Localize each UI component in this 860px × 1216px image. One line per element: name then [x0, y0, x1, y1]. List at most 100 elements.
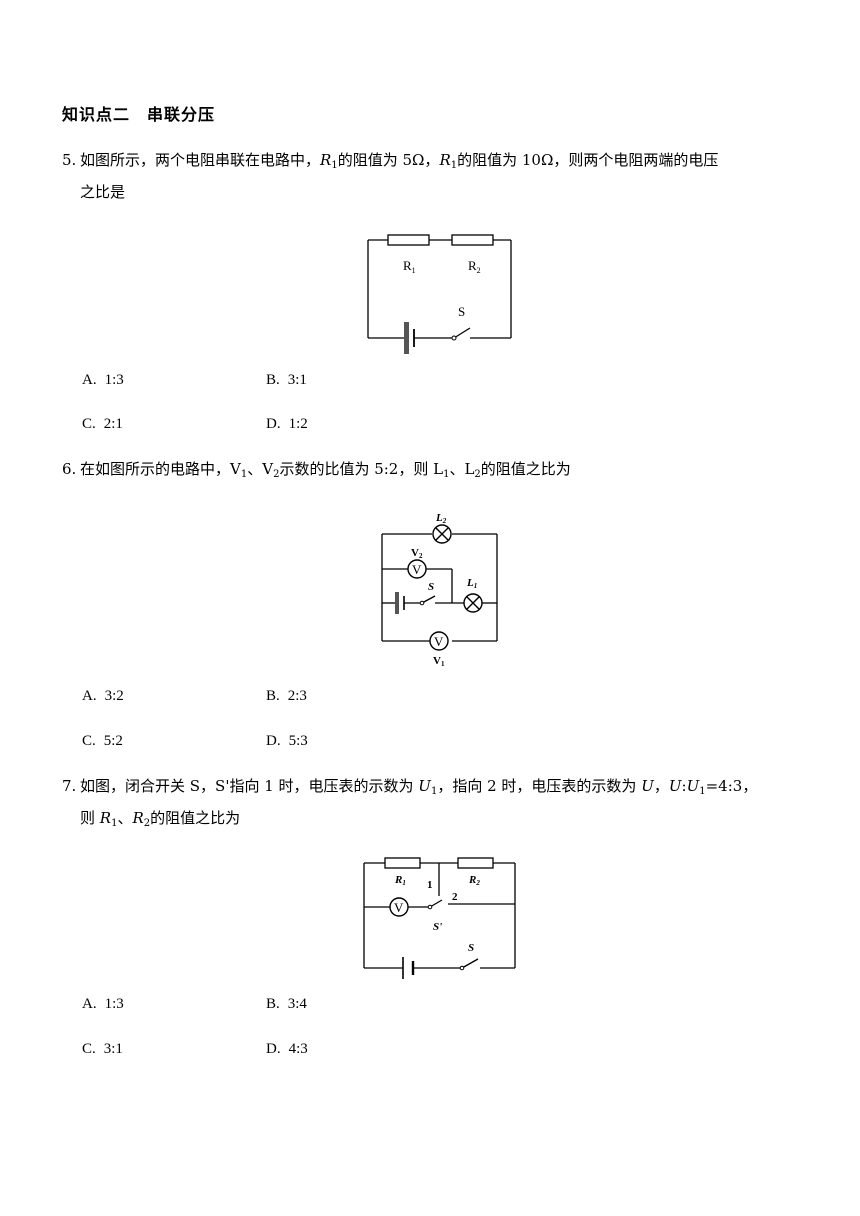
- q5-option-d[interactable]: D. 1:2: [266, 416, 308, 433]
- q6-text-e: 的阻值之比为: [480, 460, 571, 478]
- option-label: B.: [266, 996, 280, 1012]
- q6-option-d[interactable]: D. 5:3: [266, 733, 308, 750]
- q7-text-d: =4:3，: [705, 777, 758, 795]
- question-7-line-1: 7.如图，闭合开关 S，S'指向 1 时，电压表的示数为 U1，指向 2 时，电…: [62, 770, 757, 802]
- option-text: 5:3: [288, 733, 308, 749]
- q5-option-b[interactable]: B. 3:1: [266, 372, 307, 389]
- q7-text-b: ，指向 2 时，电压表的示数为: [437, 777, 642, 795]
- q7-var-u1-ratio: U: [686, 777, 700, 795]
- q7-fig-label-s: S: [468, 942, 474, 954]
- option-label: B.: [266, 372, 280, 388]
- q6-sub-a: 1: [240, 469, 248, 480]
- q5-option-a[interactable]: A. 1:3: [82, 372, 124, 389]
- q5-option-c[interactable]: C. 2:1: [82, 416, 123, 433]
- q5-fig-label-r2: R2: [468, 258, 481, 275]
- q7-text-c: ，: [653, 777, 669, 795]
- q7-option-b[interactable]: B. 3:4: [266, 996, 307, 1013]
- q7-sub-r2: 2: [143, 818, 151, 829]
- q7-text-a: 如图，闭合开关 S，S'指向 1 时，电压表的示数为: [80, 777, 419, 795]
- option-text: 2:3: [287, 688, 307, 704]
- q7-colon: :: [681, 777, 687, 795]
- q6-fig-meter-v2-symbol: V: [412, 562, 422, 577]
- option-label: C.: [82, 1041, 96, 1057]
- option-text: 5:2: [103, 733, 123, 749]
- option-label: A.: [82, 996, 97, 1012]
- q6-sub-b: 2: [273, 469, 280, 480]
- q5-circuit-diagram: R1 R2 S: [367, 234, 512, 354]
- question-7-number: 7.: [62, 777, 77, 795]
- option-label: A.: [82, 688, 97, 704]
- q7-fig-label-2: 2: [452, 891, 458, 903]
- option-label: A.: [82, 372, 97, 388]
- question-7: 7.如图，闭合开关 S，S'指向 1 时，电压表的示数为 U1，指向 2 时，电…: [62, 770, 757, 834]
- q7-sub-u1-ratio: 1: [699, 786, 706, 797]
- q7-text-l2c: 的阻值之比为: [150, 809, 241, 827]
- question-6: 6.在如图所示的电路中，V1、V2示数的比值为 5:2，则 L1、L2的阻值之比…: [62, 453, 571, 485]
- section-heading: 知识点二 串联分压: [62, 105, 216, 124]
- question-5-number: 5.: [62, 151, 77, 169]
- question-6-line-1: 6.在如图所示的电路中，V1、V2示数的比值为 5:2，则 L1、L2的阻值之比…: [62, 453, 571, 485]
- q6-option-b[interactable]: B. 2:3: [266, 688, 307, 705]
- option-label: D.: [266, 733, 281, 749]
- question-6-number: 6.: [62, 460, 77, 478]
- option-text: 3:1: [103, 1041, 123, 1057]
- q6-fig-label-l1: L1: [466, 577, 477, 590]
- q7-option-c[interactable]: C. 3:1: [82, 1041, 123, 1058]
- option-label: C.: [82, 416, 96, 432]
- q6-fig-label-s: S: [428, 581, 434, 593]
- q7-fig-label-s-prime: S': [433, 921, 442, 933]
- q6-sub-d: 2: [474, 469, 481, 480]
- option-label: D.: [266, 416, 281, 432]
- q7-fig-label-r1: R1: [394, 874, 406, 887]
- q6-circuit-diagram: V V L2 V2 S L1 V1: [381, 512, 498, 668]
- question-5-line-1: 5.如图所示，两个电阻串联在电路中，R1的阻值为 5Ω，R1的阻值为 10Ω，则…: [62, 144, 718, 176]
- q5-text-c: 的阻值为 10Ω，则两个电阻两端的电压: [457, 151, 719, 169]
- option-text: 1:3: [104, 996, 124, 1012]
- q7-text-l2a: 则: [80, 809, 100, 827]
- q5-var-r2: R: [439, 151, 451, 169]
- q6-fig-label-v1: V1: [433, 655, 445, 668]
- q5-text-b: 的阻值为 5Ω，: [337, 151, 440, 169]
- q7-option-a[interactable]: A. 1:3: [82, 996, 124, 1013]
- option-text: 3:2: [104, 688, 124, 704]
- q7-var-r1: R: [99, 809, 112, 827]
- option-text: 3:4: [287, 996, 307, 1012]
- q7-sub-u1: 1: [430, 786, 438, 797]
- q6-sub-c: 1: [443, 469, 450, 480]
- q5-sub-r1: 1: [331, 160, 338, 171]
- q7-text-l2b: 、: [117, 809, 133, 827]
- q6-text-b: 、V: [247, 460, 274, 478]
- q7-var-u-ratio: U: [668, 777, 682, 795]
- option-label: B.: [266, 688, 280, 704]
- q6-option-c[interactable]: C. 5:2: [82, 733, 123, 750]
- q6-fig-label-l2: L2: [435, 512, 447, 525]
- q5-fig-label-s: S: [458, 304, 465, 319]
- question-7-line-2: 则 R1、R2的阻值之比为: [62, 802, 757, 834]
- q5-fig-label-r1: R1: [403, 258, 416, 275]
- option-text: 3:1: [287, 372, 307, 388]
- q5-var-r1: R: [320, 151, 332, 169]
- q6-text-a: 在如图所示的电路中，V: [80, 460, 241, 478]
- option-text: 2:1: [103, 416, 123, 432]
- q7-option-d[interactable]: D. 4:3: [266, 1041, 308, 1058]
- option-text: 1:2: [288, 416, 308, 432]
- q7-sub-r1: 1: [111, 818, 118, 829]
- q7-circuit-diagram: V R1 R2 1 2 S' S: [363, 857, 516, 979]
- q7-var-u: U: [641, 777, 654, 795]
- q7-var-u1: U: [418, 777, 431, 795]
- q5-sub-r2: 1: [450, 160, 458, 171]
- q6-text-c: 示数的比值为 5:2，则 L: [279, 460, 444, 478]
- q6-option-a[interactable]: A. 3:2: [82, 688, 124, 705]
- q6-fig-meter-v1-symbol: V: [434, 634, 444, 649]
- option-text: 1:3: [104, 372, 124, 388]
- q7-var-r2: R: [132, 809, 144, 827]
- question-5-line-2: 之比是: [80, 183, 126, 201]
- option-label: C.: [82, 733, 96, 749]
- q7-fig-meter-symbol: V: [394, 900, 404, 915]
- option-text: 4:3: [288, 1041, 308, 1057]
- q7-fig-label-1: 1: [427, 879, 433, 891]
- option-label: D.: [266, 1041, 281, 1057]
- q6-text-d: 、L: [449, 460, 475, 478]
- q7-fig-label-r2: R2: [468, 874, 480, 887]
- q6-fig-label-v2: V2: [411, 547, 423, 560]
